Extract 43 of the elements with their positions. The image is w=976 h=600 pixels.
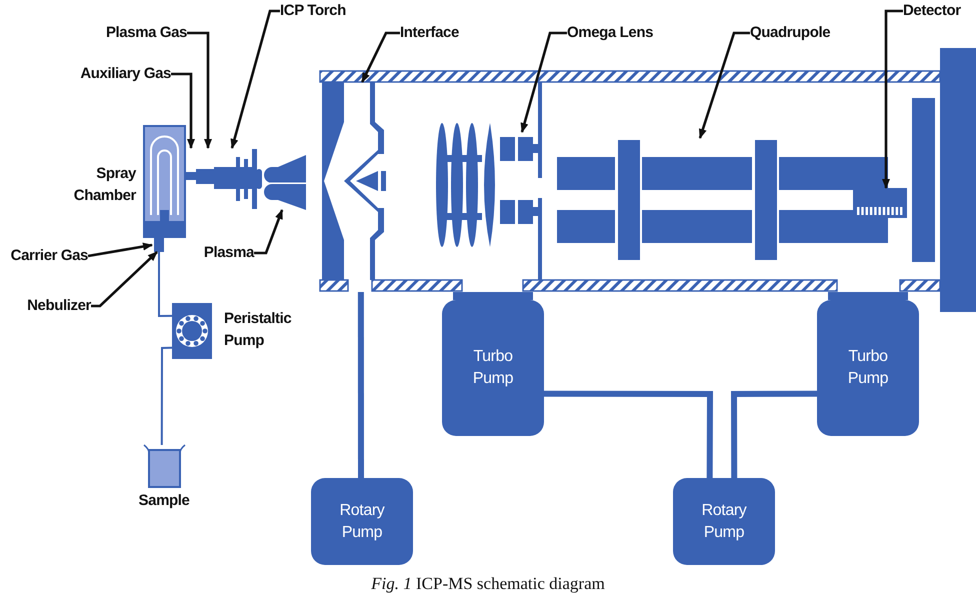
quadrupole-rods-drawing (556, 138, 890, 262)
pump-box (311, 478, 413, 565)
sample-tube (160, 346, 172, 445)
nebulizer-drawing (152, 238, 166, 252)
leader-line (91, 251, 158, 308)
vacuum-pipe (358, 292, 364, 478)
part-label: Plasma Gas (67, 22, 187, 44)
part-label: Auxiliary Gas (41, 63, 171, 85)
leader-line (361, 32, 400, 83)
leader-line (520, 32, 567, 133)
leader-line (187, 32, 212, 149)
part-label: Plasma (184, 242, 254, 264)
detector-drawing (853, 188, 907, 218)
pump-box (817, 300, 919, 436)
icp-torch-drawing (186, 148, 262, 210)
part-label: Carrier Gas (0, 245, 88, 267)
leader-line (171, 72, 195, 149)
part-label: Nebulizer (6, 295, 91, 317)
part-label: Omega Lens (567, 22, 667, 44)
part-label: Spray Chamber (72, 164, 136, 206)
part-label: Interface (400, 22, 480, 44)
pump-label: Rotary Pump (700, 500, 748, 542)
leader-line (254, 209, 284, 254)
plasma-drawing (264, 155, 306, 210)
figure-caption: Fig. 1 ICP-MS schematic diagram (370, 574, 606, 594)
leader-line (88, 242, 153, 258)
pump-box (673, 478, 775, 565)
pump-label: Turbo Pump (846, 347, 890, 389)
part-label: ICP Torch (280, 0, 370, 22)
part-label: Sample (138, 491, 190, 511)
pump-label: Turbo Pump (472, 347, 514, 389)
interface-cones-drawing (320, 82, 388, 280)
pump-label: Rotary Pump (338, 500, 386, 542)
leader-line (882, 10, 903, 189)
vacuum-pipe (731, 390, 817, 478)
sample-tube (158, 252, 172, 317)
part-label: Quadrupole (750, 22, 850, 44)
part-label: Detector (903, 0, 976, 22)
leader-line (230, 10, 280, 149)
leader-line (698, 32, 750, 139)
vacuum-pipe (544, 390, 714, 478)
pump-box (442, 300, 544, 436)
part-label: Peristaltic Pump (224, 309, 292, 351)
